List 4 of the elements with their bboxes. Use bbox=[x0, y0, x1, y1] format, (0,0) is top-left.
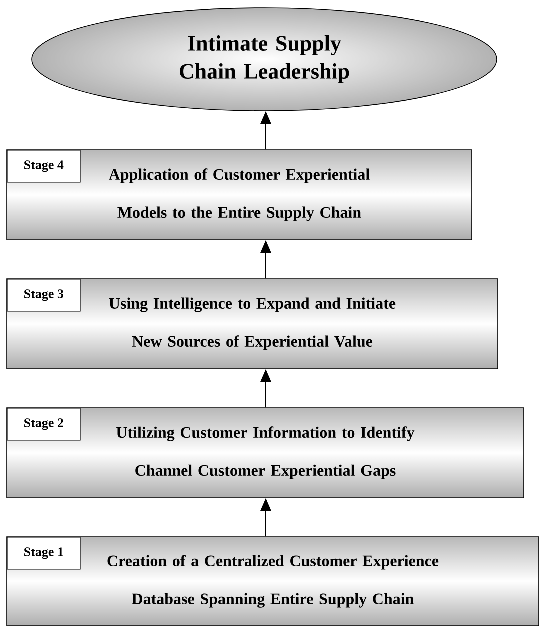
stage-tag: Stage 4 bbox=[7, 150, 81, 183]
stage-tag: Stage 3 bbox=[7, 279, 81, 312]
stage-tag: Stage 1 bbox=[7, 537, 81, 570]
stage-tag: Stage 2 bbox=[7, 408, 81, 441]
